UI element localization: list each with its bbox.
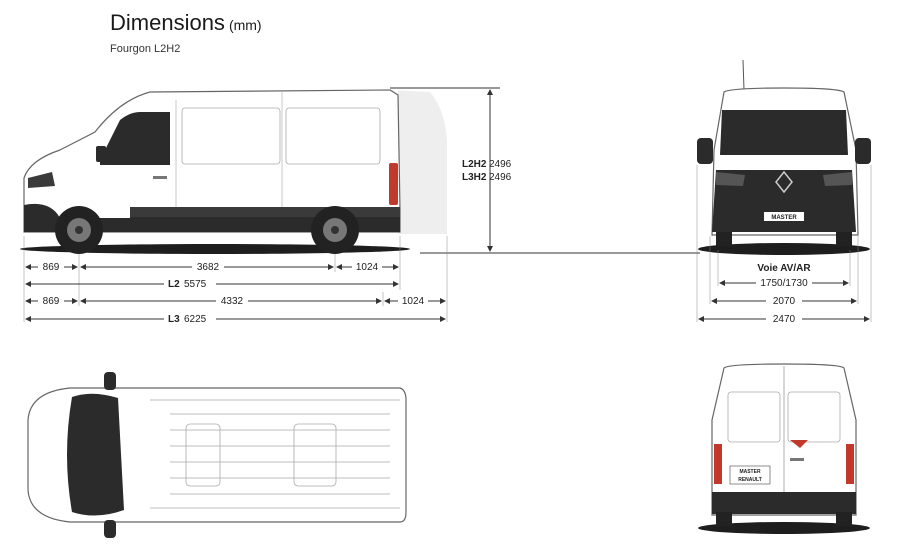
rear-view-van: MASTER RENAULT [698,363,870,534]
length-row-l3: 869 4332 1024 [25,295,446,307]
rear-badge-bottom: RENAULT [738,477,762,483]
l2-wheelbase: 3682 [197,262,220,273]
front-plate [764,212,804,221]
side-front-wheel [55,206,103,254]
rear-right-wheel [836,512,852,526]
front-plate-badge: MASTER [771,215,797,221]
l3-total-value: 6225 [184,314,207,325]
height-dimension: L2H2 2496 L3H2 2496 [390,87,700,254]
title-unit: (mm) [228,17,262,33]
front-right-mirror [855,138,871,164]
l3-wheelbase: 4332 [221,296,244,307]
front-left-wheel [716,232,732,246]
rear-left-window [727,391,781,443]
renault-logo-icon [775,170,793,194]
height-row-l2h2-label: L2H2 [462,159,487,170]
front-left-headlight [716,172,745,186]
height-row-l2h2-value: 2496 [489,159,512,170]
side-rear-wheel [311,206,359,254]
track-value: 1750/1730 [760,278,808,289]
front-right-headlight [823,172,852,186]
front-grille [712,170,856,232]
rear-ground-shadow [698,522,870,534]
side-door-handle [153,176,167,179]
l3-front-overhang: 869 [43,296,60,307]
roof-ribs [150,399,400,509]
l2-front-overhang: 869 [43,262,60,273]
track-title: Voie AV/AR [757,263,811,274]
length-total-l3: L3 6225 [25,313,446,325]
length-extension-lines [23,236,448,322]
front-antenna [742,59,745,91]
front-ground-shadow [698,243,870,255]
l3-rear-overhang: 1024 [402,296,425,307]
top-view-van [27,372,407,538]
side-headlight [28,172,55,188]
height-row-l3h2-label: L3H2 [462,172,487,183]
side-protection-strip [130,207,400,217]
front-dimensions: Voie AV/AR 1750/1730 2070 2470 [696,165,872,325]
side-cab-window [100,112,170,165]
rear-badge-plate [729,465,771,485]
body-width: 2070 [773,296,796,307]
l2-total-label: L2 [168,279,180,290]
side-view-van [20,89,447,254]
top-left-mirror [104,372,116,390]
length-total-l2: L2 5575 [25,278,399,290]
l3-total-label: L3 [168,314,180,325]
mirror-width: 2470 [773,314,796,325]
length-row-l2: 869 3682 1024 [25,261,399,273]
l2-total-value: 5575 [184,279,207,290]
side-panel-2 [285,107,381,165]
rear-left-wheel [716,512,732,526]
top-right-mirror [104,520,116,538]
l3-extension-silhouette [390,90,447,234]
rear-right-light [846,444,854,484]
rear-accent-mark [790,440,808,448]
top-windshield [67,393,124,516]
page-subtitle: Fourgon L2H2 [110,43,181,55]
title-text: Dimensions [110,10,225,35]
front-left-mirror [697,138,713,164]
front-windshield [720,110,848,155]
side-ground-shadow [20,244,410,254]
page-title: Dimensions(mm) [110,10,262,36]
side-panel-1 [181,107,281,165]
rear-handle [790,458,804,461]
rear-badge-top: MASTER [739,469,761,475]
l2-rear-overhang: 1024 [356,262,379,273]
rear-bumper [712,492,856,514]
front-view-van: MASTER [697,59,871,255]
side-tail-light [389,163,398,205]
height-row-l3h2-value: 2496 [489,172,512,183]
rear-left-light [714,444,722,484]
front-right-wheel [836,232,852,246]
side-mirror [96,146,106,162]
rear-right-window [787,391,841,443]
